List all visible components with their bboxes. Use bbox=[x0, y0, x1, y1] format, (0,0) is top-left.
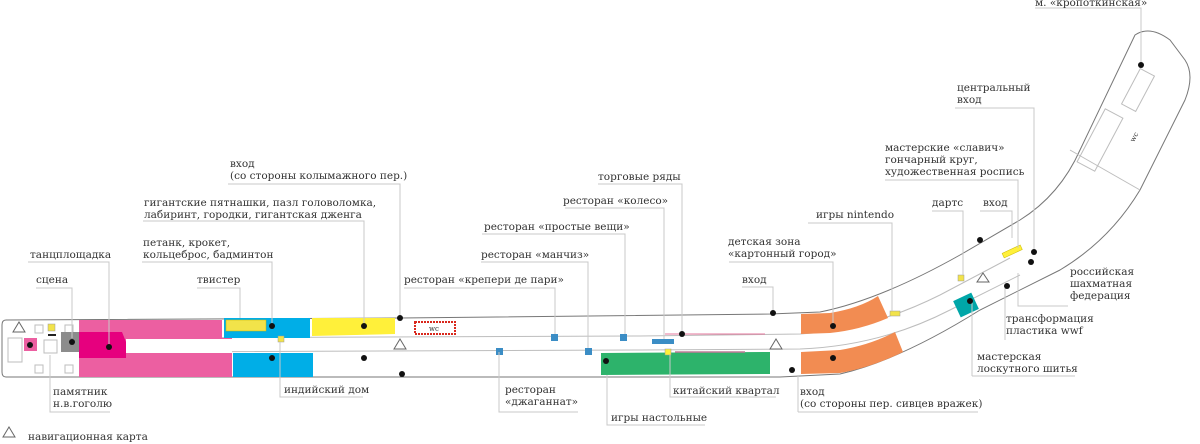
darts-kiosk bbox=[957, 274, 965, 282]
chinatown-kiosk bbox=[664, 348, 672, 356]
label-petanque: петанк, крокет,кольцеброс, бадминтон bbox=[143, 237, 274, 261]
label-manchiz: ресторан «манчиз» bbox=[481, 249, 589, 261]
leader-lines bbox=[28, 7, 1142, 426]
restaurant-manchiz bbox=[585, 348, 592, 355]
nav-map-icon bbox=[393, 338, 407, 350]
label-giant-games: гигантские пятнашки, пазл головоломка,ла… bbox=[144, 197, 376, 221]
label-twister: твистер bbox=[197, 274, 241, 286]
restaurant-jagannat bbox=[496, 348, 503, 355]
zone-slavich bbox=[1001, 244, 1023, 259]
label-entrance-mid: вход bbox=[742, 274, 767, 286]
label-prostye: ресторан «простые вещи» bbox=[484, 221, 630, 233]
label-darts: дартс bbox=[932, 197, 963, 209]
monument-marker bbox=[48, 334, 56, 336]
zone-giant-games bbox=[312, 318, 395, 336]
nintendo-kiosk bbox=[889, 310, 901, 317]
label-slavich: мастерские «славич»гончарный круг,художе… bbox=[885, 142, 1025, 178]
label-nintendo: игры nintendo bbox=[816, 209, 894, 221]
walkway-gap bbox=[126, 339, 232, 353]
metro-inner-block bbox=[1120, 67, 1156, 113]
metro-inner-block bbox=[1076, 108, 1124, 172]
metro-zone-divider bbox=[1069, 149, 1141, 191]
label-wc-metro: wc bbox=[1129, 131, 1141, 144]
restaurant-crepes bbox=[551, 334, 558, 341]
wc-left bbox=[414, 321, 456, 335]
label-indian-house: индийский дом bbox=[284, 384, 369, 396]
label-entrance-ne: вход bbox=[983, 197, 1008, 209]
label-board-games: игры настольные bbox=[611, 412, 707, 424]
kiosk bbox=[34, 364, 44, 374]
restaurant-prostye bbox=[620, 334, 627, 341]
legend-nav-map: навигационная карта bbox=[28, 431, 148, 443]
monument-base bbox=[43, 339, 58, 354]
nav-map-icon bbox=[976, 272, 990, 283]
label-trade-rows: торговые ряды bbox=[598, 171, 681, 183]
label-metro: м. «кропоткинская» bbox=[1035, 0, 1147, 9]
label-koleso: ресторан «колесо» bbox=[563, 195, 668, 207]
zone-board-games bbox=[601, 352, 770, 375]
zone-dance-floor-core bbox=[79, 332, 126, 358]
label-jagannat: ресторан«джаганнат» bbox=[505, 384, 578, 408]
walkway-line bbox=[129, 274, 1021, 353]
kiosk bbox=[7, 337, 23, 363]
label-entrance-kolymazhny: вход(со стороны колымажного пер.) bbox=[230, 158, 407, 182]
label-chinatown: китайский квартал bbox=[673, 385, 780, 397]
label-wc-left: wc bbox=[429, 325, 439, 333]
nav-map-icon bbox=[769, 338, 783, 350]
zone-kids-top bbox=[801, 296, 888, 334]
zone-twister bbox=[225, 319, 267, 332]
label-entrance-sivtsev: вход(со стороны пер. сивцев вражек) bbox=[800, 386, 982, 410]
boulevard-outline bbox=[1, 30, 1191, 378]
nav-map-icon bbox=[2, 426, 16, 438]
restaurant-koleso bbox=[652, 339, 674, 344]
label-crepes: ресторан «крепери де пари» bbox=[404, 274, 564, 286]
nav-map-icon bbox=[12, 321, 26, 333]
kiosk bbox=[64, 364, 74, 374]
point-markers bbox=[27, 62, 1144, 377]
kiosk bbox=[34, 324, 44, 334]
label-dance-floor: танцплощадка bbox=[30, 249, 111, 261]
info-kiosk-yellow bbox=[47, 323, 56, 332]
zone-kids-bottom bbox=[801, 332, 903, 374]
indian-house-kiosk bbox=[277, 335, 285, 343]
label-kids-zone: детская зона«картонный город» bbox=[728, 236, 837, 260]
label-stage: сцена bbox=[36, 274, 68, 286]
